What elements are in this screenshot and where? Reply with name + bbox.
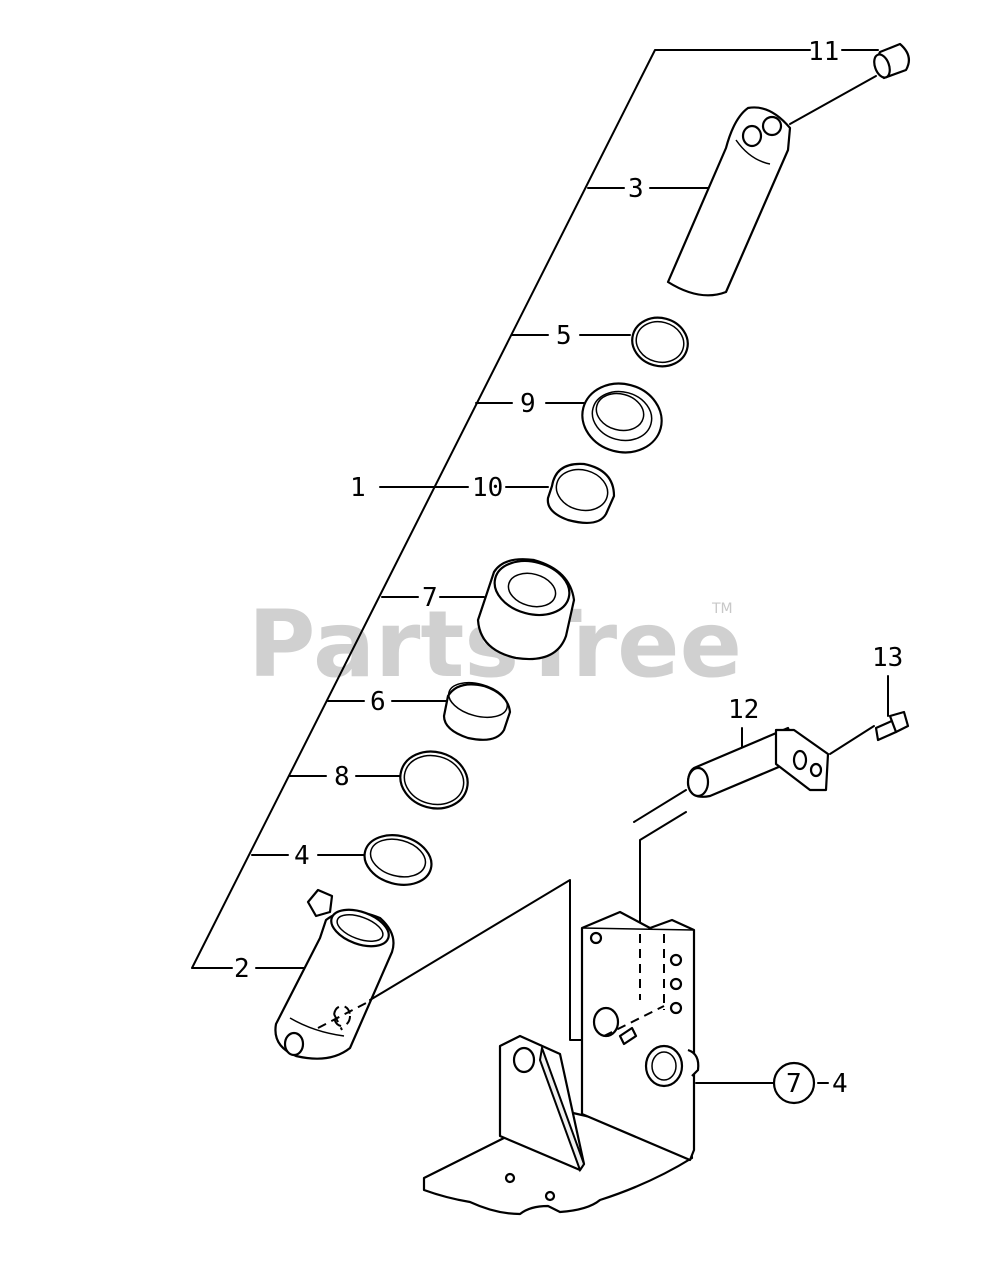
callout-3: 3 bbox=[628, 174, 644, 204]
callout-5: 5 bbox=[556, 321, 572, 351]
callout-2: 2 bbox=[234, 954, 250, 984]
callout-4: 4 bbox=[294, 841, 310, 871]
watermark-trademark: TM bbox=[711, 601, 733, 617]
callout-8: 8 bbox=[334, 762, 350, 792]
callout-13: 13 bbox=[872, 643, 903, 673]
callout-11: 11 bbox=[808, 37, 839, 67]
reference-callout: 7 4 bbox=[772, 1061, 848, 1105]
alignment-line-12 bbox=[639, 811, 687, 931]
part-4-ring bbox=[363, 834, 433, 886]
part-6-sleeve bbox=[442, 681, 512, 741]
part-11-pin bbox=[873, 42, 911, 80]
part-10-bushing bbox=[546, 462, 616, 525]
part-3-pivot-tube bbox=[666, 106, 792, 297]
part-7-collar bbox=[476, 558, 576, 661]
callout-9: 9 bbox=[520, 389, 536, 419]
leader-bracket bbox=[191, 49, 811, 969]
reference-circle-number: 7 bbox=[786, 1069, 802, 1099]
callout-labels: 11 3 5 9 1 10 7 6 8 4 2 12 13 bbox=[234, 37, 903, 984]
reference-circle bbox=[772, 1061, 816, 1105]
callout-12: 12 bbox=[728, 695, 759, 725]
callout-10: 10 bbox=[472, 473, 503, 503]
alignment-line-2 bbox=[369, 879, 601, 1041]
part-8-oring bbox=[399, 750, 469, 810]
part-12-shaft bbox=[686, 726, 830, 798]
reference-sub-number: 4 bbox=[832, 1069, 848, 1099]
part-9-seal bbox=[581, 382, 663, 454]
part-13-bolt bbox=[874, 710, 910, 742]
callout-7: 7 bbox=[422, 583, 438, 613]
bracket-assembly bbox=[422, 910, 700, 1216]
part-2-lower-tube bbox=[274, 888, 395, 1060]
callout-1: 1 bbox=[350, 473, 366, 503]
part-5-ring bbox=[631, 316, 689, 368]
alignment-line-12b bbox=[633, 789, 687, 823]
callout-6: 6 bbox=[370, 687, 386, 717]
